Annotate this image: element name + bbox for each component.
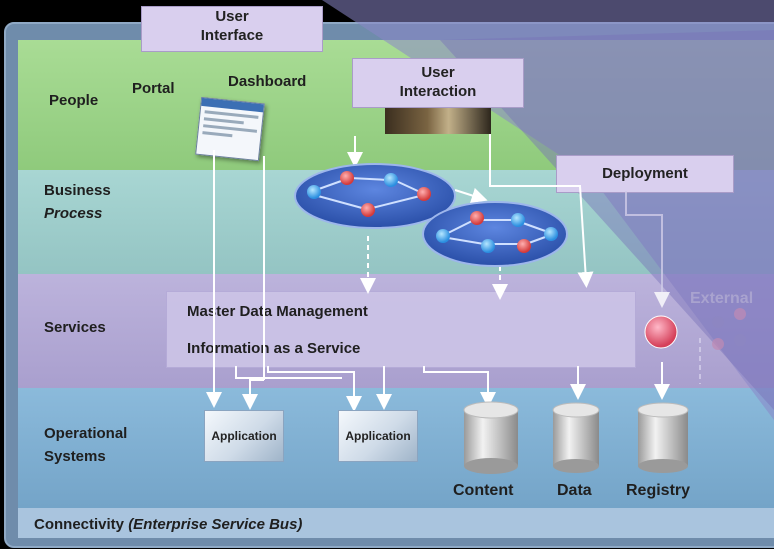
registry-database-icon [637,402,689,473]
deployment-callout: Deployment [556,155,734,193]
data-database-icon [552,402,600,473]
connectivity-label: Connectivity (Enterprise Service Bus) [34,516,303,533]
dashboard-label: Dashboard [228,73,307,90]
application-box-1: Application [204,410,284,462]
services-box [166,291,636,368]
content-database-icon [463,401,519,474]
business-process-ellipse-2 [422,201,568,267]
user-interaction-photo [385,108,491,134]
business-label: Business [44,182,111,199]
information-as-a-service-label: Information as a Service [187,340,361,357]
services-label: Services [44,319,106,336]
data-label: Data [557,482,592,499]
service-node [644,315,678,349]
application-box-2: Application [338,410,418,462]
portal-label: Portal [132,80,175,97]
external-label: External [690,290,754,307]
registry-label: Registry [626,482,691,499]
connectivity-layer [18,508,774,538]
operational-label: Operational [44,425,128,442]
people-label: People [49,92,99,109]
business-process-ellipse-1 [294,163,456,229]
master-data-management-label: Master Data Management [187,303,368,320]
process-label: Process [44,205,103,222]
user-interaction-callout: User Interaction [352,58,524,108]
content-label: Content [453,482,514,499]
systems-label: Systems [44,448,106,465]
user-interface-callout: User Interface [141,6,323,52]
